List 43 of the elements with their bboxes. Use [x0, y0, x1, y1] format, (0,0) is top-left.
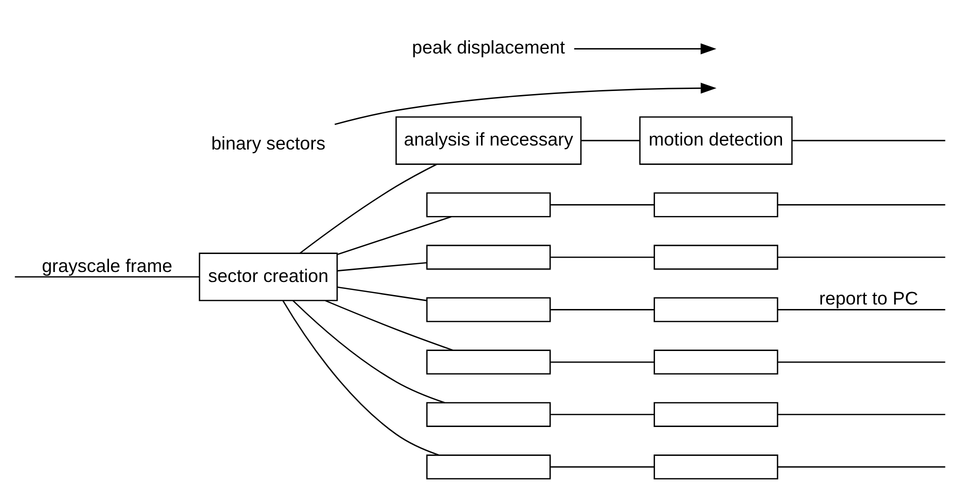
node-text: binary sectors	[211, 132, 326, 154]
node-box: analysis if necessary	[395, 116, 582, 165]
node-box: sector creation	[198, 252, 338, 302]
node-box	[654, 454, 778, 480]
node-box	[654, 297, 778, 322]
arrow	[334, 82, 716, 126]
connector	[778, 204, 946, 206]
connector	[778, 309, 946, 310]
connector	[778, 414, 946, 416]
connector	[14, 276, 200, 278]
node-text: peak displacement	[412, 36, 566, 58]
node-box	[654, 244, 778, 270]
node-box	[426, 454, 551, 480]
node-box	[426, 402, 551, 427]
connector	[282, 300, 440, 456]
edge-label: grayscale frame	[42, 254, 172, 276]
connector	[550, 256, 654, 258]
node-box	[426, 297, 551, 322]
connector	[292, 300, 445, 404]
connector	[337, 286, 427, 302]
node-box	[654, 192, 778, 218]
connector	[300, 164, 438, 254]
arrow	[574, 43, 716, 54]
connector	[550, 309, 654, 310]
edge-label: report to PC	[819, 288, 918, 309]
connector	[778, 361, 946, 363]
node-box	[426, 350, 551, 375]
connector	[778, 466, 946, 468]
connector	[581, 140, 640, 142]
connector	[325, 300, 454, 351]
node-box	[654, 402, 778, 427]
node-box: motion detection	[639, 116, 793, 165]
connector	[550, 414, 654, 416]
connector	[337, 262, 427, 272]
connector	[792, 140, 946, 142]
connector	[550, 466, 654, 468]
connector	[337, 216, 452, 256]
node-box	[654, 350, 778, 375]
connector	[550, 361, 654, 363]
node-box	[426, 192, 551, 218]
connector	[778, 256, 946, 258]
node-box	[426, 244, 551, 270]
connector	[550, 204, 654, 206]
